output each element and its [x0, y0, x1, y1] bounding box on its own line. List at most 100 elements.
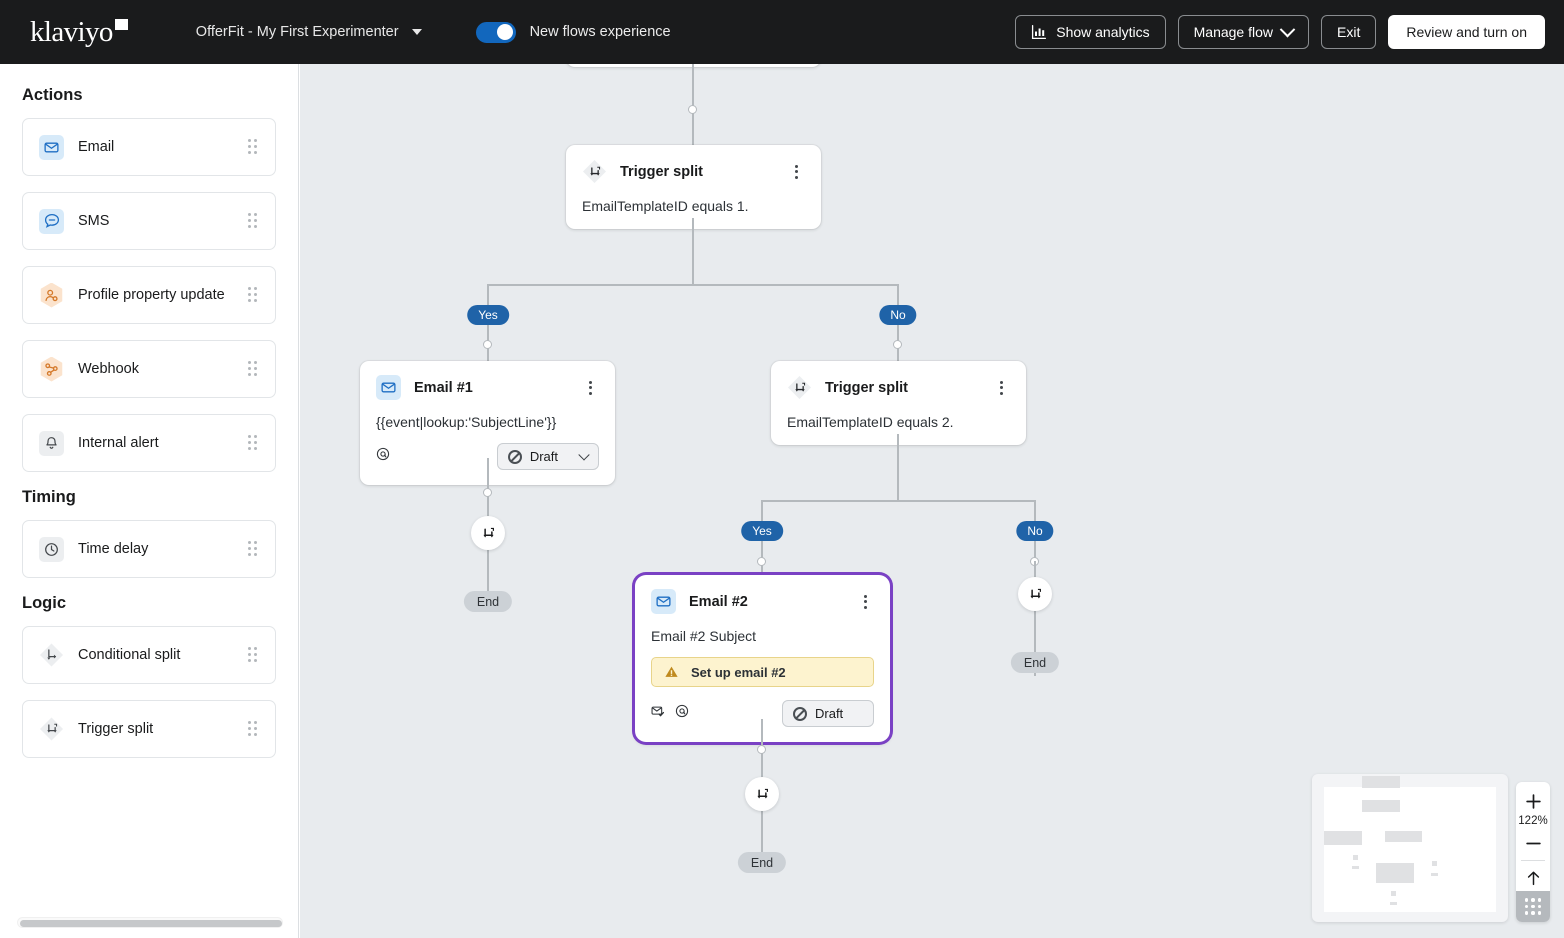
minimap-node [1376, 863, 1414, 883]
show-analytics-button[interactable]: Show analytics [1015, 15, 1166, 49]
palette-item-label: Time delay [78, 541, 149, 557]
palette-group-title-actions: Actions [22, 86, 83, 104]
palette-item-profile-property-update[interactable]: Profile property update [22, 266, 276, 324]
flow-node-split-marker[interactable] [471, 516, 505, 550]
scrollbar-thumb[interactable] [20, 919, 282, 927]
minimap-viewport[interactable] [1324, 776, 1496, 912]
palette-item-email[interactable]: Email [22, 118, 276, 176]
new-flows-experience-toggle[interactable] [473, 19, 518, 45]
fit-view-button[interactable] [1516, 865, 1550, 891]
grid-icon [1524, 898, 1542, 915]
show-analytics-label: Show analytics [1056, 24, 1150, 40]
new-flows-experience-toggle-group[interactable]: New flows experience [473, 19, 671, 45]
email-status-label: Draft [529, 449, 558, 464]
node-warning-banner[interactable]: Set up email #2 [651, 657, 874, 687]
trigger-split-icon [788, 376, 811, 399]
minimap-node [1432, 861, 1437, 866]
email-icon [651, 589, 676, 614]
grid-toggle-button[interactable] [1516, 891, 1550, 922]
flow-node-email-2[interactable]: Email #2 Email #2 Subject Set up email #… [635, 575, 890, 742]
palette-item-label: Email [78, 139, 115, 155]
flow-node-split-marker[interactable] [745, 777, 779, 811]
palette-item-label: Profile property update [78, 287, 225, 303]
edge-connector [897, 284, 899, 366]
palette-group-title-logic: Logic [22, 594, 66, 612]
minimap-node [1391, 891, 1396, 896]
exit-button[interactable]: Exit [1321, 15, 1377, 49]
component-palette-sidebar: Actions Email SMS Profile property updat… [0, 64, 299, 938]
account-name: OfferFit - My First Experimenter [195, 24, 399, 40]
minimap-node [1362, 800, 1400, 812]
manage-flow-label: Manage flow [1193, 24, 1274, 40]
drag-handle-icon[interactable] [248, 435, 260, 451]
palette-item-sms[interactable]: SMS [22, 192, 276, 250]
node-footer-icons [376, 447, 497, 466]
zoom-in-button[interactable] [1516, 788, 1550, 814]
palette-item-label: Webhook [78, 361, 139, 377]
edge-joint [688, 105, 697, 114]
node-menu-button[interactable] [992, 379, 1010, 397]
profile-property-icon [40, 282, 63, 308]
warning-icon [665, 666, 678, 677]
flow-node-partial-above[interactable] [566, 64, 821, 67]
edge-connector [897, 434, 899, 501]
smart-sending-icon [651, 704, 665, 723]
edge-connector [1034, 500, 1036, 582]
logo-wordmark: klaviyo [30, 16, 113, 48]
sidebar-horizontal-scrollbar[interactable] [17, 917, 283, 928]
minimap-node [1352, 866, 1359, 869]
manage-flow-button[interactable]: Manage flow [1177, 15, 1310, 49]
flow-canvas[interactable]: Trigger split EmailTemplateID equals 1. … [300, 64, 1564, 938]
node-menu-button[interactable] [787, 163, 805, 181]
flow-node-trigger-split-2[interactable]: Trigger split EmailTemplateID equals 2. [771, 361, 1026, 445]
palette-item-time-delay[interactable]: Time delay [22, 520, 276, 578]
flow-end-node: End [1010, 652, 1060, 673]
edge-joint [893, 340, 902, 349]
node-header: Trigger split [582, 159, 805, 184]
minimap-node [1353, 855, 1358, 860]
bar-chart-icon [1032, 24, 1047, 40]
drag-handle-icon[interactable] [248, 361, 260, 377]
palette-item-trigger-split[interactable]: Trigger split [22, 700, 276, 758]
node-header: Email #2 [651, 589, 874, 614]
trigger-split-icon [40, 717, 63, 741]
email-icon [376, 375, 401, 400]
klaviyo-logo[interactable]: klaviyo [30, 17, 128, 47]
flow-end-node: End [737, 852, 787, 873]
email-status-badge[interactable]: Draft [782, 700, 874, 727]
node-menu-button[interactable] [856, 593, 874, 611]
edge-connector [761, 500, 1035, 502]
palette-item-conditional-split[interactable]: Conditional split [22, 626, 276, 684]
zoom-out-button[interactable] [1516, 830, 1550, 856]
account-switcher[interactable]: OfferFit - My First Experimenter [196, 24, 422, 40]
app-header: klaviyo OfferFit - My First Experimenter… [0, 0, 1564, 64]
drag-handle-icon[interactable] [248, 647, 260, 663]
palette-item-label: Conditional split [78, 647, 181, 663]
trigger-split-icon [583, 160, 606, 183]
palette-item-webhook[interactable]: Webhook [22, 340, 276, 398]
minimap-node [1324, 831, 1362, 845]
flow-node-trigger-split-1[interactable]: Trigger split EmailTemplateID equals 1. [566, 145, 821, 229]
drag-handle-icon[interactable] [248, 541, 260, 557]
personalization-icon [376, 447, 390, 466]
review-and-turn-on-button[interactable]: Review and turn on [1388, 15, 1545, 49]
bell-icon [39, 430, 64, 456]
node-title: Trigger split [825, 379, 908, 396]
drag-handle-icon[interactable] [248, 287, 260, 303]
drag-handle-icon[interactable] [248, 213, 260, 229]
flow-node-split-marker[interactable] [1018, 577, 1052, 611]
draft-status-icon [793, 706, 807, 721]
drag-handle-icon[interactable] [248, 721, 260, 737]
palette-item-internal-alert[interactable]: Internal alert [22, 414, 276, 472]
node-footer: Draft [651, 700, 874, 727]
canvas-minimap[interactable] [1312, 774, 1508, 922]
email-status-dropdown[interactable]: Draft [496, 443, 599, 470]
edge-connector [692, 64, 694, 168]
minimap-node [1431, 873, 1438, 876]
minimap-node [1362, 776, 1400, 788]
drag-handle-icon[interactable] [248, 139, 260, 155]
header-actions: Show analytics Manage flow Exit Review a… [1015, 15, 1548, 49]
logo-flag-icon [114, 19, 128, 30]
node-menu-button[interactable] [581, 379, 599, 397]
conditional-split-icon [40, 643, 63, 667]
